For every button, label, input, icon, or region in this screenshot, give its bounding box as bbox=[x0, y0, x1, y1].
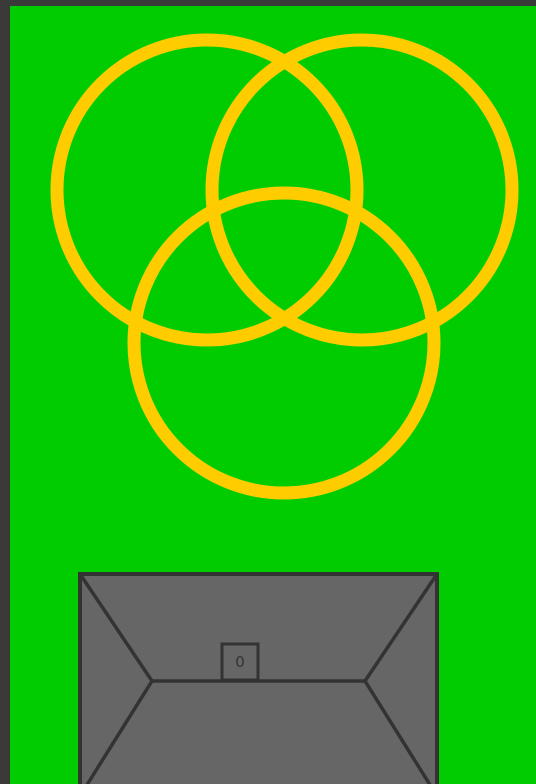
interlocking-rings-symbol bbox=[57, 40, 512, 493]
window-counter: 0 bbox=[235, 653, 245, 671]
grass-playfield[interactable]: 0 bbox=[10, 6, 536, 784]
house-building[interactable]: 0 bbox=[80, 574, 437, 784]
game-scene: 0 bbox=[10, 6, 536, 784]
